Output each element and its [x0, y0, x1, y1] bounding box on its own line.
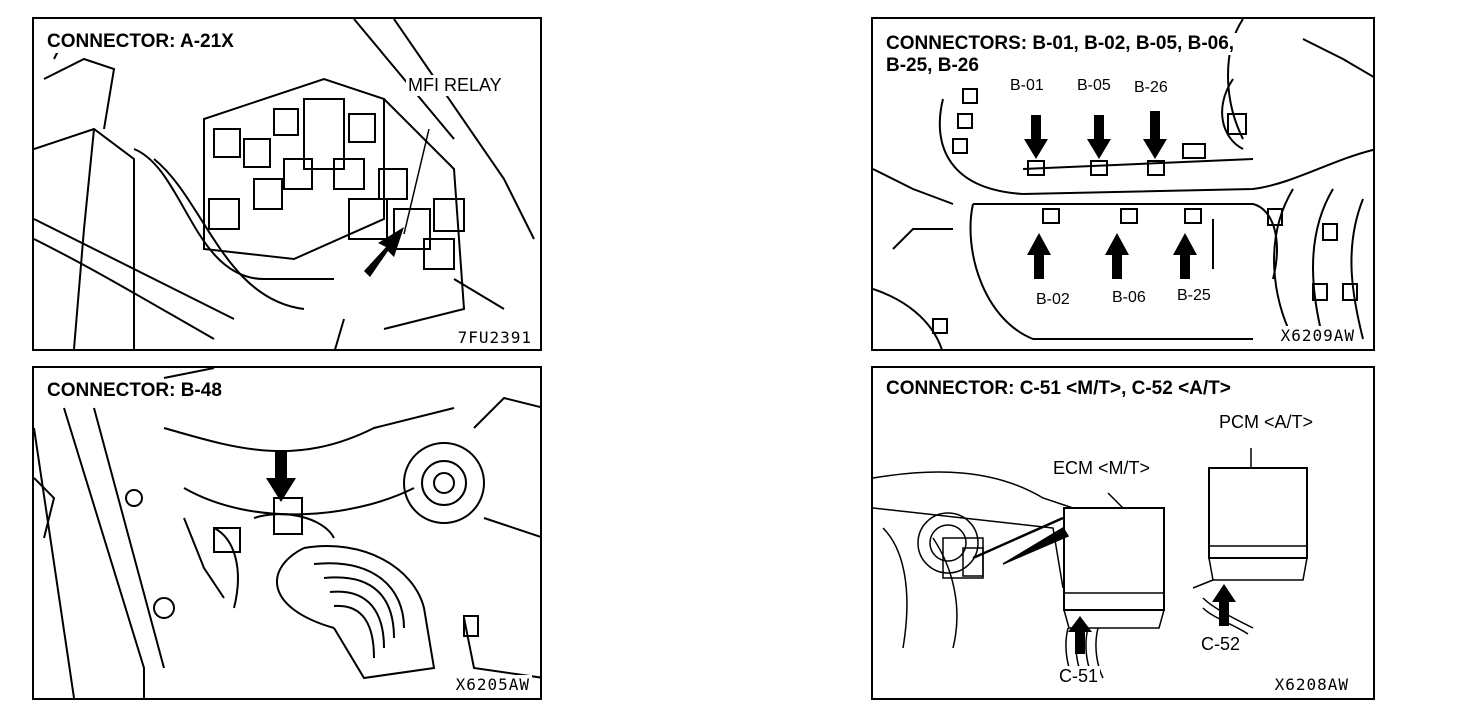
label-b01: B-01 — [1009, 77, 1045, 95]
figure-id: X6208AW — [1272, 675, 1351, 694]
panel-title: CONNECTOR: B-48 — [44, 380, 225, 402]
label-c52: C-52 — [1199, 634, 1243, 655]
panel-connectors-b-group: CONNECTORS: B-01, B-02, B-05, B-06, B-25… — [871, 17, 1375, 351]
figure-id: X6209AW — [1278, 326, 1357, 345]
figure-id: X6205AW — [453, 675, 532, 694]
ecm-label: ECM <M/T> — [1051, 458, 1153, 479]
panel-title: CONNECTOR: A-21X — [44, 31, 237, 53]
label-c51: C-51 — [1057, 666, 1101, 687]
panel-title-line2: B-25, B-26 — [883, 55, 982, 77]
mfi-relay-label: MFI RELAY — [406, 75, 504, 96]
label-b05: B-05 — [1076, 77, 1112, 95]
pcm-label: PCM <A/T> — [1217, 412, 1316, 433]
ecm-pcm-illustration — [873, 448, 1308, 679]
figure-id: 7FU2391 — [455, 328, 534, 347]
label-b25: B-25 — [1176, 287, 1212, 305]
label-b02: B-02 — [1035, 291, 1071, 309]
panel-connector-c51-c52: CONNECTOR: C-51 <M/T>, C-52 <A/T> PCM <A… — [871, 366, 1375, 700]
label-b26: B-26 — [1133, 79, 1169, 97]
engine-bay-relay-illustration — [34, 19, 535, 349]
panel-connector-b48: CONNECTOR: B-48 X6205AW — [32, 366, 542, 700]
harness-connectors-illustration — [873, 19, 1373, 349]
panel-connector-a21x: CONNECTOR: A-21X MFI RELAY 7FU2391 — [32, 17, 542, 351]
panel-title: CONNECTOR: C-51 <M/T>, C-52 <A/T> — [883, 378, 1234, 400]
panel-title-line1: CONNECTORS: B-01, B-02, B-05, B-06, — [883, 33, 1238, 55]
intake-hose-connector-illustration — [34, 368, 540, 698]
label-b06: B-06 — [1111, 289, 1147, 307]
